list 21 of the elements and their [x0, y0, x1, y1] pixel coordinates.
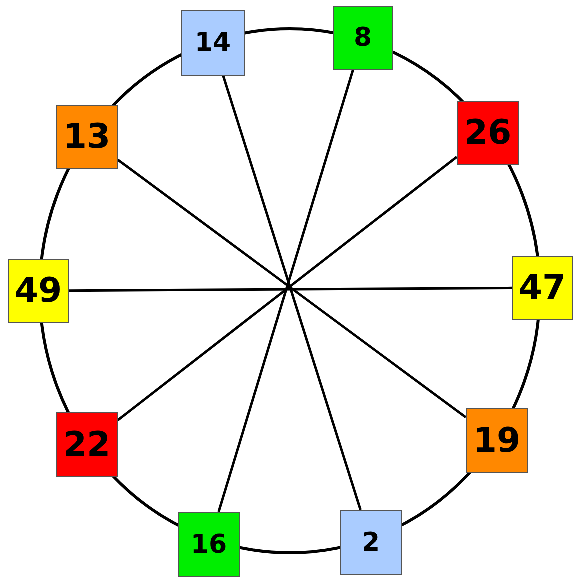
number-label: 2: [362, 530, 380, 556]
number-label: 49: [14, 274, 62, 308]
number-label: 14: [194, 30, 232, 56]
spoke-line: [69, 286, 512, 292]
number-label: 16: [190, 532, 228, 558]
number-label: 19: [473, 424, 521, 458]
number-label: 13: [63, 120, 111, 154]
number-box: [466, 408, 528, 473]
number-box: [457, 101, 519, 165]
number-box: [178, 512, 240, 577]
number-box: [340, 510, 402, 575]
number-label: 8: [354, 25, 372, 51]
number-box: [56, 412, 118, 477]
number-box: [512, 256, 573, 320]
number-box: [8, 259, 69, 323]
number-box: [56, 105, 118, 169]
number-label: 26: [464, 116, 512, 150]
number-box: [333, 6, 393, 70]
number-box: [181, 10, 245, 76]
number-label: 22: [63, 428, 111, 462]
number-label: 47: [518, 271, 566, 305]
